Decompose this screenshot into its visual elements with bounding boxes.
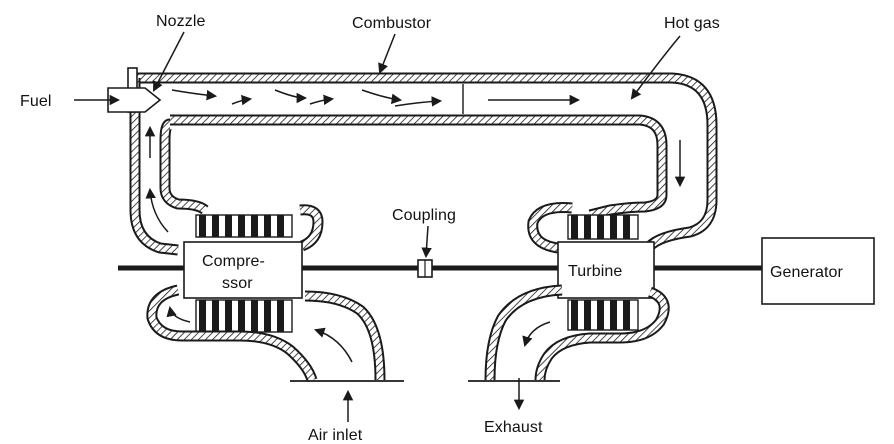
compressor-blades-bottom bbox=[195, 299, 293, 333]
turbine-box bbox=[557, 241, 655, 299]
generator bbox=[761, 237, 875, 305]
turbine-blades-top bbox=[567, 214, 639, 240]
nozzle-leader bbox=[153, 31, 185, 92]
hot-gas-leader bbox=[630, 35, 681, 100]
label-compressor-line2: ssor bbox=[222, 275, 253, 292]
flow-arrow bbox=[309, 94, 335, 106]
turbine bbox=[557, 214, 655, 331]
flow-arrow bbox=[171, 89, 218, 101]
label-nozzle: Nozzle bbox=[156, 13, 206, 30]
generator-box bbox=[761, 237, 875, 305]
turbine-blades-bottom bbox=[567, 299, 639, 331]
compressor-box bbox=[183, 241, 303, 299]
leader-lines bbox=[74, 31, 681, 422]
flow-arrows bbox=[144, 89, 686, 363]
label-turbine: Turbine bbox=[568, 263, 622, 280]
flow-arrow bbox=[314, 327, 353, 363]
compressor-blades-top bbox=[195, 214, 293, 238]
flow-arrow bbox=[166, 305, 191, 323]
flow-arrow bbox=[361, 89, 403, 105]
flow-arrow bbox=[394, 96, 443, 107]
labels: Nozzle Combustor Hot gas Fuel Coupling C… bbox=[20, 13, 844, 444]
label-fuel: Fuel bbox=[20, 93, 52, 110]
flow-arrow bbox=[522, 321, 551, 348]
coupling bbox=[417, 259, 433, 278]
label-hot-gas: Hot gas bbox=[664, 15, 720, 32]
exhaust-duct bbox=[468, 284, 670, 382]
flow-arrow bbox=[145, 187, 169, 233]
label-generator: Generator bbox=[770, 264, 844, 281]
compressor bbox=[183, 214, 303, 333]
flow-arrow bbox=[231, 94, 253, 106]
combustor-duct bbox=[129, 72, 718, 256]
label-compressor-line1: Compre- bbox=[202, 253, 265, 270]
label-exhaust: Exhaust bbox=[484, 419, 543, 436]
label-coupling: Coupling bbox=[392, 207, 456, 224]
fuel-nozzle bbox=[107, 67, 162, 113]
air-inlet-duct bbox=[146, 284, 404, 382]
flow-arrow bbox=[274, 89, 308, 104]
combustor-leader bbox=[378, 33, 396, 74]
label-combustor: Combustor bbox=[352, 15, 432, 32]
label-air-inlet: Air inlet bbox=[308, 427, 363, 444]
coupling-leader bbox=[421, 225, 432, 259]
